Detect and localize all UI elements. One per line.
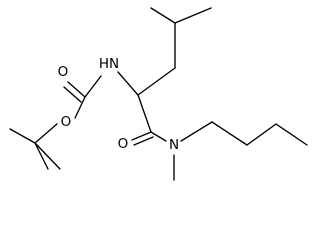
bond-tbu-to-oxygen xyxy=(34,123,58,144)
bond-tbu-methyl-left xyxy=(34,142,49,170)
bond-nitrogen-to-alpha-carbon xyxy=(117,71,139,96)
bond-tbu-methyl-right xyxy=(34,142,61,170)
bond-gamma-to-methyl-left xyxy=(150,7,176,24)
bond-alpha-to-amide-carbon xyxy=(137,94,152,133)
bond-tbu-methyl-upper xyxy=(9,128,36,144)
bond-nitrogen-to-butyl-c1 xyxy=(180,121,213,142)
bond-alpha-to-beta-carbon xyxy=(137,67,176,96)
atom-oxygen-ester: O xyxy=(61,114,72,130)
bond-amide-double-1 xyxy=(131,131,152,141)
bond-gamma-to-methyl-right xyxy=(174,7,212,24)
molecule-structure: O O HN O N xyxy=(9,7,308,181)
bonds xyxy=(9,7,308,181)
bond-carbonyl-to-nitrogen xyxy=(84,75,102,98)
atom-nitrogen-carbamate: HN xyxy=(99,56,119,72)
atom-oxygen-amide: O xyxy=(118,136,129,152)
bond-butyl-c2-c3 xyxy=(246,123,277,146)
bond-carbonyl-double-2 xyxy=(63,86,82,103)
bond-carbonyl-double-1 xyxy=(67,81,86,98)
atom-labels: O O HN O N xyxy=(58,56,179,153)
bond-amide-carbon-to-nitrogen xyxy=(150,131,167,142)
atom-oxygen-carbonyl-carbamate: O xyxy=(58,64,69,80)
bond-oxygen-to-carbonyl-carbon xyxy=(74,96,86,119)
bond-amide-double-2 xyxy=(133,136,154,146)
atom-nitrogen-tertiary: N xyxy=(169,137,179,153)
bond-butyl-c1-c2 xyxy=(211,121,248,146)
bond-butyl-c3-c4 xyxy=(275,123,308,146)
